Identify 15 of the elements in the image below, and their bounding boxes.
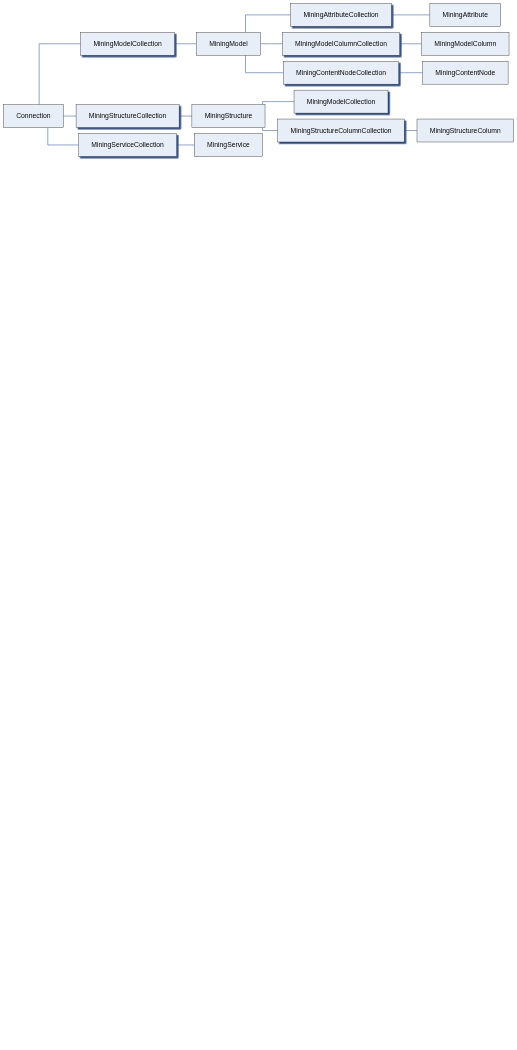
connector bbox=[178, 115, 193, 117]
connector bbox=[245, 14, 291, 33]
connector bbox=[176, 144, 195, 146]
connector bbox=[391, 14, 431, 16]
connector bbox=[47, 127, 79, 146]
connector bbox=[262, 127, 279, 131]
connector bbox=[398, 72, 423, 73]
connector bbox=[38, 43, 81, 105]
connector bbox=[63, 115, 77, 117]
connector bbox=[260, 43, 283, 45]
connector bbox=[403, 130, 418, 131]
connector bbox=[399, 43, 422, 45]
connector bbox=[245, 54, 284, 73]
connector bbox=[174, 43, 197, 45]
connector bbox=[262, 101, 295, 105]
